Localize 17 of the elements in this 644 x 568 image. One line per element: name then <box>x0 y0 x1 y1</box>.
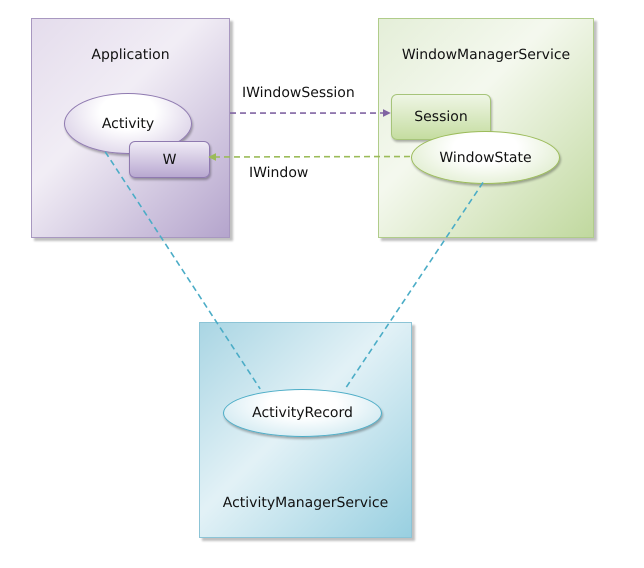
container-box <box>31 18 230 238</box>
node-label: Session <box>414 109 468 125</box>
container-box <box>199 322 412 538</box>
container-title: ActivityManagerService <box>222 495 390 511</box>
node-label: Activity <box>102 116 154 132</box>
rounded-box <box>129 141 210 178</box>
node-label: WindowState <box>439 150 532 166</box>
dashed-connector <box>230 109 391 117</box>
dashed-connector <box>344 182 484 390</box>
dashed-connector <box>208 153 410 161</box>
container-title: WindowManagerService <box>400 47 572 63</box>
rounded-box <box>391 94 491 140</box>
dashed-connector <box>104 151 261 390</box>
node-label: ActivityRecord <box>252 405 353 421</box>
container-box <box>378 18 594 238</box>
container-title: Application <box>90 47 171 63</box>
node-label: W <box>162 152 176 168</box>
